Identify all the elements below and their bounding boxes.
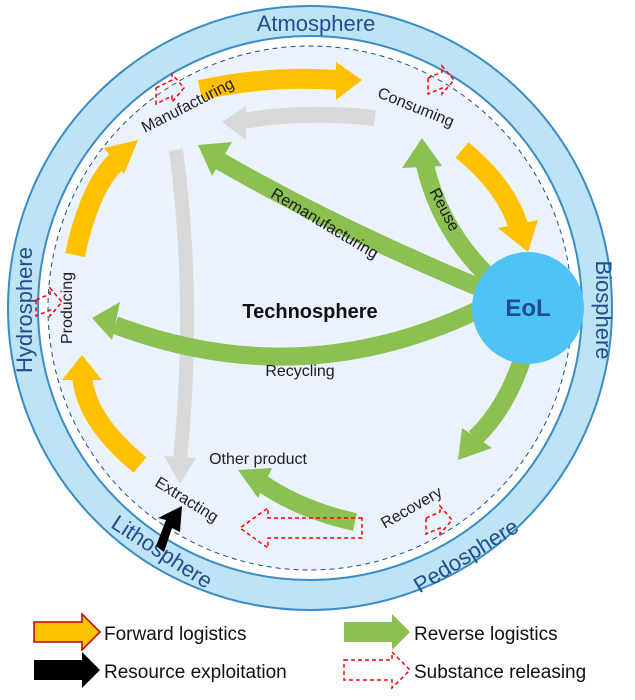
stage-other-product: Other product <box>209 451 307 468</box>
reverse-arrow-eol-recovery <box>468 357 531 445</box>
legend-forward-label: Forward logistics <box>104 624 247 645</box>
release-marker-consuming <box>427 63 455 97</box>
legend-reverse-swatch <box>344 614 410 650</box>
eol-label: EoL <box>505 295 550 322</box>
atmosphere-label: Atmosphere <box>257 11 376 36</box>
forward-arrow-consume-eol-head <box>498 220 538 252</box>
reverse-arrow-recovery-other <box>254 474 357 531</box>
reverse-arrows <box>92 138 531 531</box>
legend-reverse-label: Reverse logistics <box>414 624 558 645</box>
hydrosphere-label: Hydrosphere <box>12 247 37 373</box>
reverse-arrow-recycling <box>111 301 482 366</box>
reverse-arrow-reuse <box>416 162 497 285</box>
legend-exploitation-swatch <box>34 652 100 688</box>
reverse-arrow-remanufacturing <box>213 152 489 299</box>
legend-exploitation-label: Resource exploitation <box>104 662 287 683</box>
forward-arrow-extract-produce-head <box>62 355 102 380</box>
release-marker-manufacturing <box>155 71 185 106</box>
grey-flow-down-head <box>164 456 196 484</box>
grey-flow-top <box>236 106 376 130</box>
forward-arrow-extract-produce <box>72 373 147 473</box>
legend: Forward logistics Reverse logistics Reso… <box>33 612 586 690</box>
reverse-arrow-reuse-head <box>402 138 442 168</box>
grey-flow-down <box>169 149 195 461</box>
resource-exploitation-arrow <box>156 506 182 552</box>
release-arrow-recovery-hollow <box>238 506 363 550</box>
forward-arrows <box>62 62 538 473</box>
biosphere-label: Biosphere <box>591 260 616 359</box>
technosphere-label: Technosphere <box>242 301 377 323</box>
legend-release-swatch <box>343 650 412 690</box>
stage-producing: Producing <box>59 272 76 344</box>
forward-arrow-produce-manufacture <box>65 152 125 258</box>
legend-forward-swatch <box>33 612 102 652</box>
release-marker-producing <box>35 285 63 319</box>
forward-arrow-produce-manufacture-head <box>104 140 138 174</box>
forward-arrow-manufacture-consume <box>197 68 339 100</box>
grey-flow-top-head <box>222 106 246 140</box>
forward-arrow-manufacture-consume-head <box>336 62 362 100</box>
reverse-arrow-remanufacturing-head <box>198 142 232 176</box>
eol-node <box>472 252 584 364</box>
reverse-arrow-eol-recovery-head <box>458 428 492 460</box>
forward-arrow-consume-eol <box>455 142 528 229</box>
legend-release-label: Substance releasing <box>414 662 586 683</box>
release-marker-recovery <box>425 503 453 537</box>
release-markers <box>35 63 455 537</box>
reverse-arrow-recycling-head <box>92 302 120 340</box>
route-recycling: Recycling <box>265 363 334 380</box>
reverse-arrow-recovery-other-head <box>238 468 272 498</box>
